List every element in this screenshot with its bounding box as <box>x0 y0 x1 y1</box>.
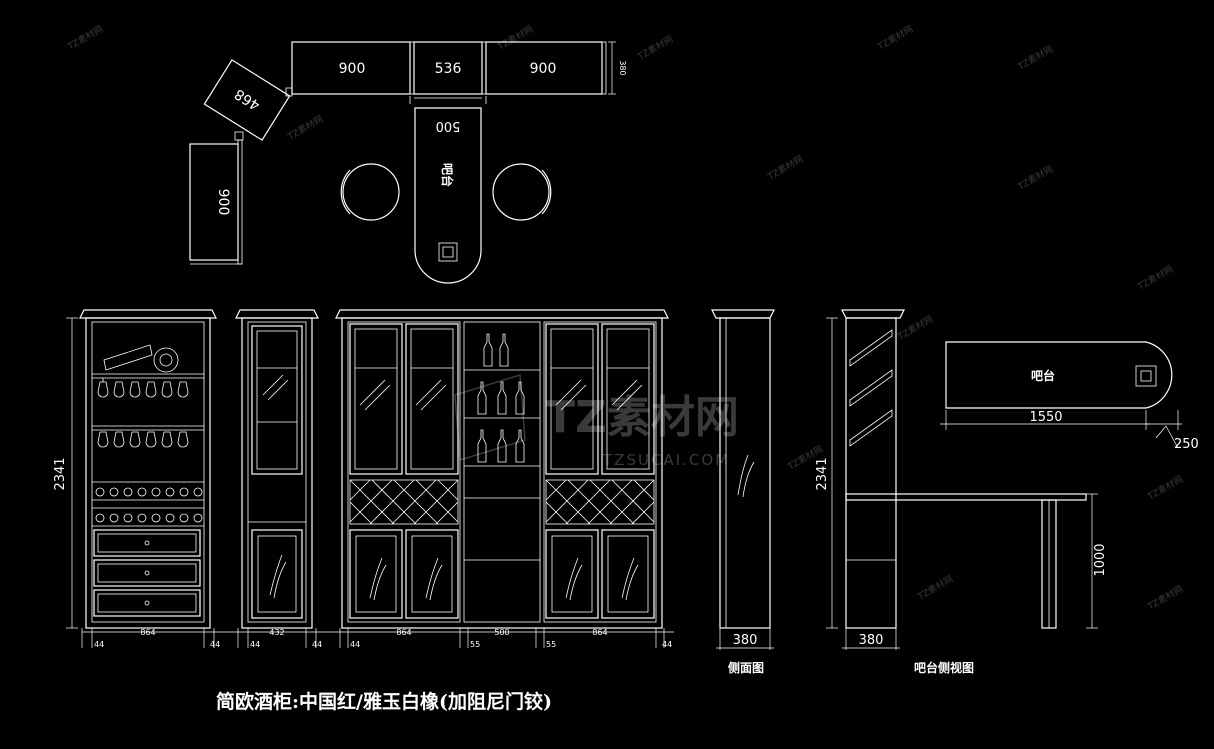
drawing-title: 简欧酒柜:中国红/雅玉白橡(加阻尼门铰) <box>216 690 552 713</box>
svg-text:TZ素材网: TZ素材网 <box>1145 473 1185 503</box>
bar-counter-side <box>845 493 1087 501</box>
glass-door-3 <box>545 323 599 475</box>
bar-side-view: 2341 1000 380 吧台侧视图 <box>815 309 1108 675</box>
drawer-3 <box>93 589 201 617</box>
bar-height-label: 1000 <box>1093 543 1108 576</box>
bar-side-depth-label: 380 <box>859 633 884 648</box>
lower-door-2 <box>405 529 459 619</box>
center-open-shelves <box>463 321 541 623</box>
narrow-glass-door <box>251 325 303 475</box>
bar-top-label: 吧台 <box>1031 368 1055 383</box>
glass-door-1 <box>349 323 403 475</box>
width-label-4: 500 <box>494 628 509 637</box>
side-caption: 侧面图 <box>728 660 764 675</box>
height-dim-label: 2341 <box>53 457 68 490</box>
watermark-logo-icon <box>454 374 526 461</box>
plan-seg-mid-label: 536 <box>435 61 462 77</box>
diagonal-rack-icon <box>849 329 893 447</box>
edge-label-2: 44 <box>210 640 220 649</box>
plan-segment-angled: 468 <box>203 59 291 141</box>
lattice-left <box>349 479 459 525</box>
edge-label-6: 55 <box>470 640 480 649</box>
cabinet-wine-rack <box>79 309 217 629</box>
svg-text:TZ素材网: TZ素材网 <box>1015 163 1055 193</box>
plan-seg-left-label: 900 <box>339 61 366 77</box>
drawer-1 <box>93 529 201 557</box>
plan-bar-label: 吧台 <box>440 163 455 187</box>
width-label-5: 864 <box>592 628 607 637</box>
bar-top-outline <box>945 341 1173 409</box>
cabinet-main <box>335 309 669 629</box>
svg-text:TZ素材网: TZ素材网 <box>65 23 105 53</box>
bottle-rack-row-2 <box>95 513 203 523</box>
edge-label-3: 44 <box>250 640 260 649</box>
plan-vertical-label: 900 <box>215 189 231 216</box>
plan-bar-width-label: 500 <box>436 118 461 133</box>
front-elevation: 2341 <box>53 309 674 649</box>
glass-row-2 <box>97 431 189 448</box>
plan-bar-ornament-icon <box>438 242 458 262</box>
lattice-right <box>545 479 655 525</box>
lower-door-3 <box>545 529 599 619</box>
bar-depth-label: 250 <box>1174 437 1199 452</box>
lower-door-1 <box>349 529 403 619</box>
plan-seg-right-label: 900 <box>530 61 557 77</box>
side-view: 380 侧面图 <box>711 309 775 675</box>
bar-height-total-label: 2341 <box>815 457 830 490</box>
stool-left <box>342 163 400 221</box>
cabinet-narrow <box>235 309 319 629</box>
bar-top-view: 吧台 1550 250 <box>940 341 1199 452</box>
bar-top-ornament-icon <box>1135 365 1157 387</box>
svg-text:TZ素材网: TZ素材网 <box>875 23 915 53</box>
watermark-brand: TZ素材网 <box>545 392 739 443</box>
plan-bar-counter <box>414 107 482 284</box>
width-label-2: 432 <box>269 628 284 637</box>
edge-label-1: 44 <box>94 640 104 649</box>
width-dimensions: 864 432 864 500 864 44 44 44 44 44 55 55… <box>81 628 674 649</box>
edge-label-4: 44 <box>312 640 322 649</box>
side-carving <box>737 454 755 498</box>
svg-text:TZ素材网: TZ素材网 <box>1015 43 1055 73</box>
glass-door-4 <box>601 323 655 475</box>
glass-row-1 <box>97 378 189 398</box>
svg-text:TZ素材网: TZ素材网 <box>1135 263 1175 293</box>
edge-label-5: 44 <box>350 640 360 649</box>
watermark-url: TZSUCAI.COM <box>602 451 730 469</box>
bar-side-caption: 吧台侧视图 <box>914 660 974 675</box>
lower-door-4 <box>601 529 655 619</box>
bottle-rack-row-1 <box>95 487 203 497</box>
decanter-icon <box>153 347 179 373</box>
width-label-1: 864 <box>140 628 155 637</box>
drawer-2 <box>93 559 201 587</box>
narrow-lower-door <box>251 529 303 619</box>
wine-bottle-icon <box>103 344 153 371</box>
glass-door-2 <box>405 323 459 475</box>
edge-label-8: 44 <box>662 640 672 649</box>
stool-right <box>492 163 550 221</box>
plan-view: 900 536 900 380 468 900 500 吧台 <box>189 41 627 284</box>
width-label-3: 864 <box>396 628 411 637</box>
svg-text:TZ素材网: TZ素材网 <box>765 153 805 183</box>
bar-length-label: 1550 <box>1029 410 1062 425</box>
bottles-upright <box>477 333 525 463</box>
plan-depth-label: 380 <box>618 60 627 75</box>
side-depth-label: 380 <box>733 633 758 648</box>
plan-angled-label: 468 <box>232 85 263 113</box>
svg-text:TZ素材网: TZ素材网 <box>635 33 675 63</box>
svg-text:TZ素材网: TZ素材网 <box>915 573 955 603</box>
edge-label-7: 55 <box>546 640 556 649</box>
svg-text:TZ素材网: TZ素材网 <box>285 113 325 143</box>
watermark-main: TZ素材网 TZSUCAI.COM <box>454 374 739 469</box>
svg-text:TZ素材网: TZ素材网 <box>495 23 535 53</box>
svg-text:TZ素材网: TZ素材网 <box>1145 583 1185 613</box>
